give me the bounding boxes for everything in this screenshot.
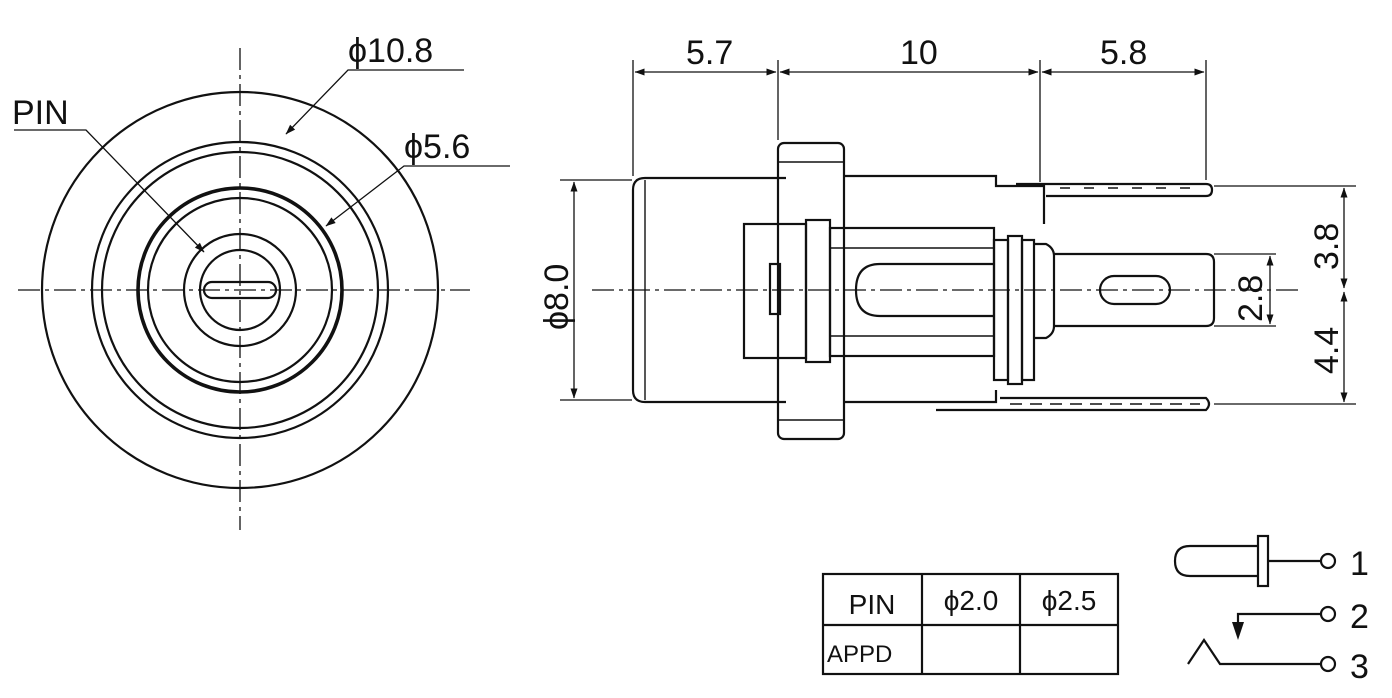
terminal-3-wire: [1187, 638, 1320, 666]
terminal-3-label: 3: [1350, 648, 1369, 686]
rear-rib-2: [1006, 234, 1024, 386]
pin-symbol: [1173, 544, 1258, 578]
pin-table-header-pin: PIN: [849, 589, 896, 620]
rear-housing-top: [844, 174, 1046, 224]
front-view: PIN ϕ10.8 ϕ5.6: [12, 32, 510, 530]
pin-table-header-2-0: ϕ2.0: [944, 585, 999, 616]
inner-socket-block: [742, 222, 808, 360]
pin-circle: [198, 248, 282, 332]
inner-diameter-leader: [325, 165, 510, 227]
socket-inner-circle: [146, 196, 334, 384]
pin-symbol-flange: [1256, 534, 1270, 588]
pin-leader-line: [14, 129, 205, 253]
switch-contact-arrow: [1232, 622, 1244, 640]
pin-table-header-2-5: ϕ2.5: [1042, 585, 1097, 616]
terminal-2-wire: [1236, 612, 1320, 634]
outer-diameter-label: ϕ10.8: [348, 32, 433, 70]
rear-cap: [1034, 242, 1056, 340]
bottom-terminal: [936, 396, 1211, 412]
schematic: 1 2 3: [1173, 534, 1369, 686]
dim-middle-label: 10: [900, 34, 938, 72]
dim-bottom-offset-label: 4.4: [1308, 327, 1346, 374]
rear-housing-bottom: [844, 390, 998, 404]
outer-flange-circle: [40, 90, 440, 490]
flange: [776, 141, 846, 441]
terminal-2-label: 2: [1350, 598, 1369, 636]
outer-diameter-leader: [285, 69, 464, 135]
pin-table-row-label: APPD: [827, 641, 892, 668]
terminal-1-label: 1: [1350, 545, 1369, 583]
body-inner-circle: [100, 150, 380, 430]
rear-rib-3: [1020, 238, 1036, 382]
terminal-1-node: [1319, 552, 1337, 570]
body-circle: [90, 140, 390, 440]
pin-cavity: [828, 226, 996, 358]
dim-right-label: 5.8: [1100, 34, 1147, 72]
top-terminal: [1016, 182, 1214, 198]
terminal-2-node: [1319, 605, 1337, 623]
dim-left-label: 5.7: [686, 34, 733, 72]
pin-label: PIN: [12, 94, 69, 132]
pin-table: PIN ϕ2.0 ϕ2.5 APPD: [821, 572, 1120, 676]
socket-circle: [136, 186, 344, 394]
dim-body-height-label: ϕ8.0: [538, 264, 576, 330]
rear-rib-1: [992, 238, 1010, 382]
dim-top-offset-label: 3.8: [1308, 223, 1346, 270]
pin-ring-circle: [182, 232, 298, 348]
housing-wall: [804, 218, 832, 364]
inner-contact: [768, 262, 782, 316]
inner-diameter-label: ϕ5.6: [404, 128, 470, 166]
side-view: 5.7 10 5.8: [538, 34, 1356, 441]
dim-tab-height-label: 2.8: [1232, 275, 1270, 322]
terminal-3-node: [1319, 655, 1337, 673]
pin-slot: [202, 280, 278, 300]
